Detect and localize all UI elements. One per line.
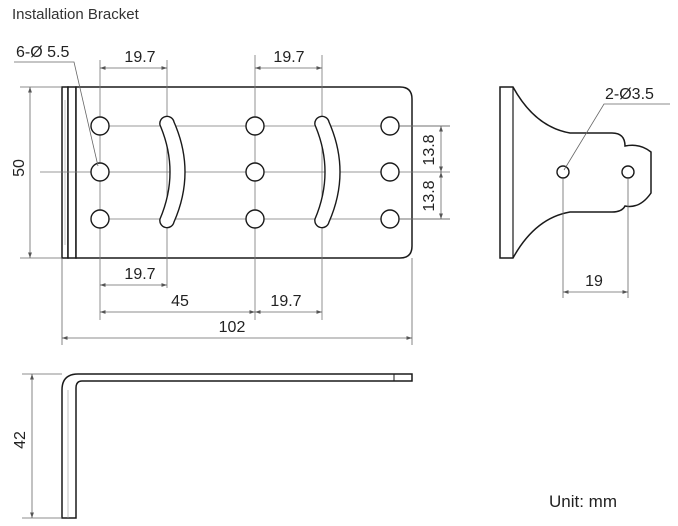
mount-hole <box>90 209 110 229</box>
dim-top-right-pitch: 19.7 <box>273 49 304 66</box>
mount-hole <box>245 162 265 182</box>
drawing-title: Installation Bracket <box>12 6 139 23</box>
dim-row-pitch-lower: 13.8 <box>421 180 438 211</box>
front-view: 50 19.7 19.7 6-Ø 5.5 13.8 13.8 19.7 45 1… <box>11 44 450 345</box>
dim-bottom-left-pitch: 19.7 <box>124 266 155 283</box>
mount-hole <box>90 116 110 136</box>
mount-hole <box>245 116 265 136</box>
dim-top-left-pitch: 19.7 <box>124 49 155 66</box>
mount-hole <box>245 209 265 229</box>
side-holes-note: 2-Ø3.5 <box>605 86 654 103</box>
side-hole <box>621 165 635 179</box>
bend-edge-inner <box>67 86 77 259</box>
l-profile <box>61 373 413 519</box>
bracket-plate <box>75 86 413 259</box>
dim-row-pitch-upper: 13.8 <box>421 134 438 165</box>
side-view: 2-Ø3.5 19 <box>499 86 670 298</box>
side-hole <box>556 165 570 179</box>
side-profile <box>499 86 652 259</box>
bottom-view: 42 <box>12 373 413 519</box>
dim-flange-height: 42 <box>12 431 29 449</box>
arc-slot <box>314 115 341 229</box>
unit-label: Unit: mm <box>549 492 617 511</box>
dim-side-hole-pitch: 19 <box>585 273 603 290</box>
dim-bottom-right-pitch: 19.7 <box>270 293 301 310</box>
mount-hole <box>90 162 110 182</box>
holes-note: 6-Ø 5.5 <box>16 44 69 61</box>
mount-hole <box>380 116 400 136</box>
dim-hole-span: 45 <box>171 293 189 310</box>
mount-hole <box>380 209 400 229</box>
dim-total-length: 102 <box>219 319 246 336</box>
mount-hole <box>380 162 400 182</box>
dim-height: 50 <box>11 159 28 177</box>
arc-slot <box>159 115 186 229</box>
